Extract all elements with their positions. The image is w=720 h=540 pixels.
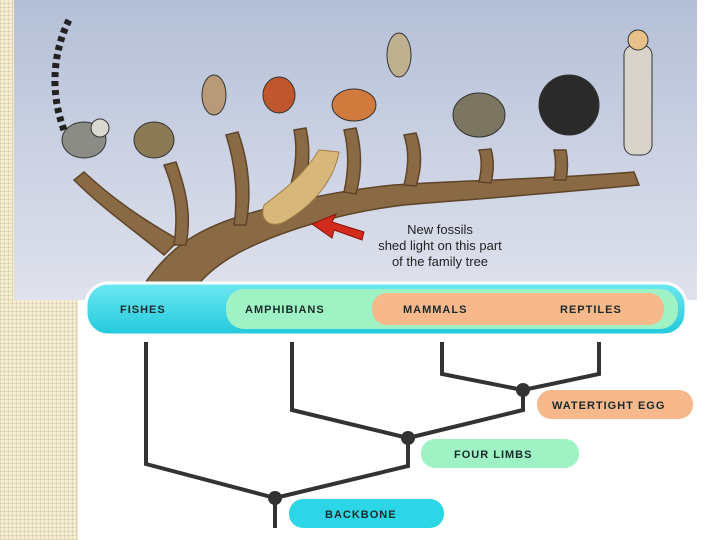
label-reptiles: REPTILES bbox=[560, 304, 622, 316]
label-mammals: MAMMALS bbox=[403, 304, 467, 316]
node-watertight-egg bbox=[516, 383, 530, 397]
node-backbone bbox=[268, 491, 282, 505]
trait-watertight-egg: WATERTIGHT EGG bbox=[552, 400, 665, 412]
line-limbs-node bbox=[275, 438, 408, 498]
line-amphibians bbox=[292, 342, 408, 438]
trait-four-limbs: FOUR LIMBS bbox=[454, 449, 532, 461]
line-fishes bbox=[146, 342, 275, 498]
line-egg-node bbox=[408, 390, 523, 438]
label-fishes: FISHES bbox=[120, 304, 166, 316]
line-mammals bbox=[442, 342, 523, 390]
line-reptiles bbox=[523, 342, 599, 390]
label-amphibians: AMPHIBIANS bbox=[245, 304, 325, 316]
node-four-limbs bbox=[401, 431, 415, 445]
trait-backbone: BACKBONE bbox=[325, 509, 397, 521]
